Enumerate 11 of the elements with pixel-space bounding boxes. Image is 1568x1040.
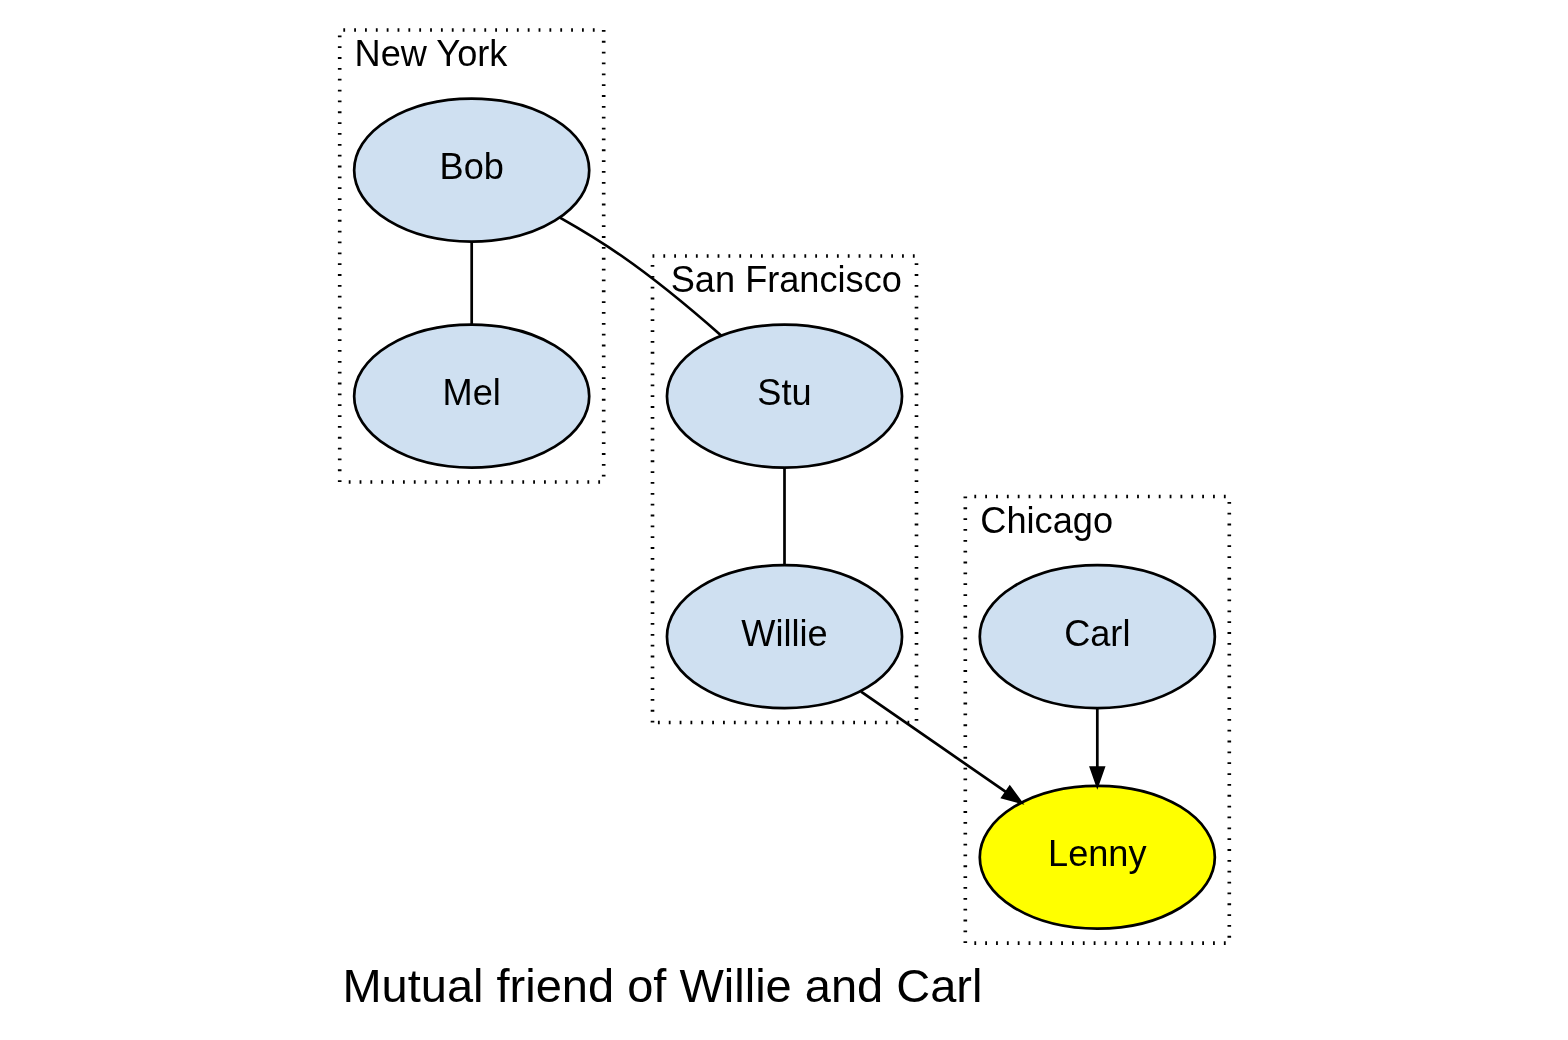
arrow bbox=[1088, 708, 1106, 790]
node-ellipse: Willie bbox=[665, 563, 903, 710]
node-ellipse: Mel bbox=[352, 323, 591, 469]
caption: Mutual friend of Willie and Carl bbox=[341, 959, 982, 1013]
connector bbox=[469, 241, 473, 325]
node-ellipse: Stu bbox=[665, 323, 903, 469]
node-ellipse: Carl bbox=[977, 563, 1216, 710]
connector bbox=[558, 216, 722, 337]
arrow bbox=[859, 690, 1024, 805]
connector bbox=[782, 467, 786, 565]
node-ellipse: Bob bbox=[352, 97, 591, 243]
